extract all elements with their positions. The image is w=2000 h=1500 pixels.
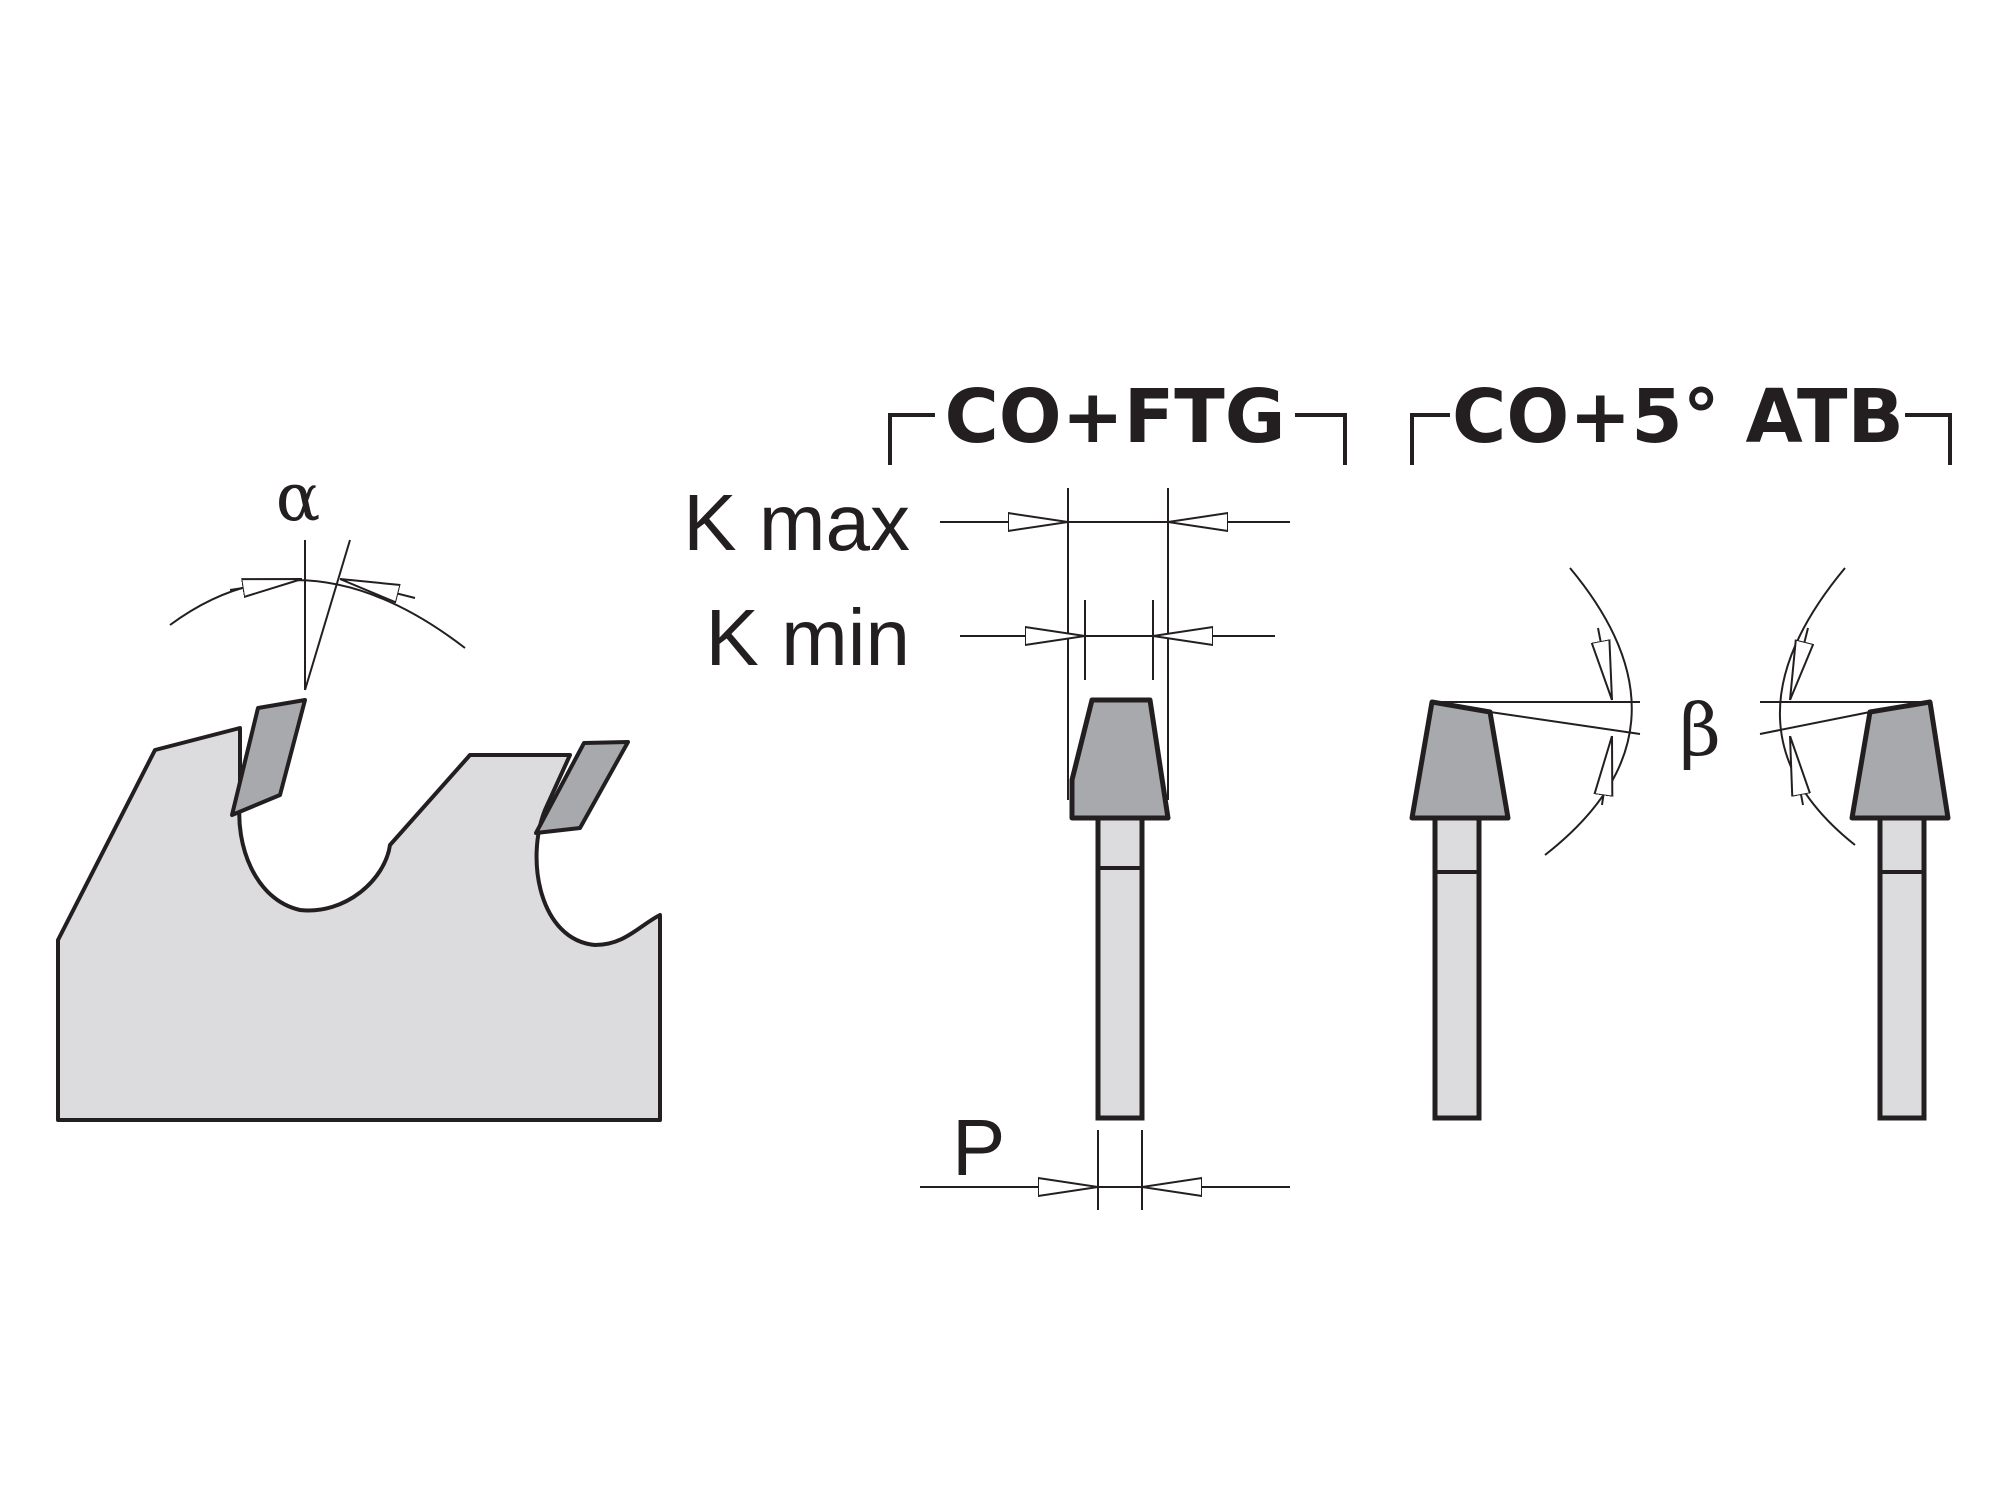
ftg-profile-view: CO+FTG K max K min P	[683, 374, 1347, 1210]
beta-arrow-left-lower	[1602, 736, 1612, 806]
atb-left-tooth	[1409, 699, 1511, 821]
beta-arrow-left-upper	[1598, 627, 1612, 700]
ftg-group-bracket	[888, 413, 1347, 465]
kmin-label: K min	[706, 593, 911, 682]
kmax-label: K max	[683, 478, 910, 567]
carbide-tooth-1	[230, 698, 307, 817]
ftg-plate	[1095, 815, 1145, 1121]
beta-arrow-right-lower	[1790, 736, 1803, 806]
blade-body-view: α	[56, 459, 662, 1122]
atb-left-plate	[1432, 815, 1482, 1121]
atb-right-plate	[1877, 815, 1927, 1121]
ftg-group-title: CO+FTG	[945, 374, 1286, 460]
blade-body	[56, 726, 662, 1122]
beta-bevel-line-right	[1759, 711, 1871, 735]
carbide-tooth-2	[534, 740, 630, 835]
beta-bevel-line-left	[1489, 711, 1641, 735]
alpha-arrow-left	[229, 579, 302, 590]
alpha-label: α	[276, 459, 321, 536]
alpha-arrow-right	[340, 579, 416, 598]
alpha-arc	[169, 579, 466, 649]
beta-arrow-right-upper	[1790, 627, 1808, 700]
ftg-tooth	[1069, 697, 1171, 821]
atb-group-bracket	[1410, 413, 1952, 465]
beta-arc-left	[1544, 567, 1633, 856]
alpha-rake-line	[304, 539, 351, 691]
beta-arc-right	[1778, 567, 1856, 846]
p-label: P	[952, 1103, 1005, 1192]
atb-group-title: CO+5° ATB	[1452, 374, 1904, 460]
atb-right-tooth	[1849, 699, 1951, 821]
atb-profile-view: CO+5° ATB β	[1409, 374, 1952, 1121]
beta-label: β	[1679, 688, 1721, 772]
